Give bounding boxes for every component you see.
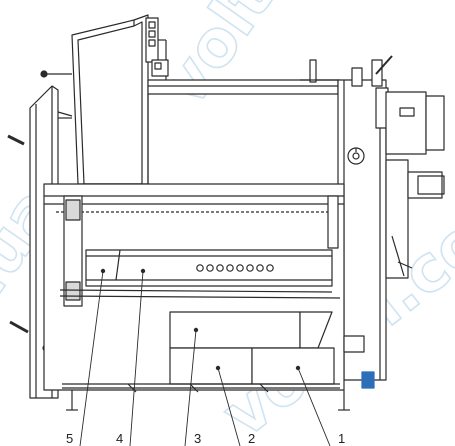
callout-leaders: [79, 270, 331, 446]
air-hole: [216, 264, 224, 272]
leader-3: [184, 329, 197, 446]
callout-labels: 5 4 3 2 1: [66, 431, 345, 446]
air-hole: [226, 264, 234, 272]
callout-label-5: 5: [66, 431, 73, 446]
callout-label-1: 1: [338, 431, 345, 446]
leader-2: [217, 367, 241, 446]
leader-5: [79, 270, 104, 446]
callout-label-4: 4: [116, 431, 123, 446]
air-hole: [206, 264, 214, 272]
callout-label-3: 3: [194, 431, 201, 446]
air-hole: [246, 264, 254, 272]
watermark-line-1: volta: [147, 0, 312, 119]
boiler-right-body: [337, 55, 393, 381]
air-hole: [236, 264, 244, 272]
boiler-top-frame: [147, 59, 340, 184]
air-hole: [256, 264, 264, 272]
fan-unit: [385, 91, 445, 279]
leader-4: [129, 270, 144, 446]
lower-compartments: [62, 311, 375, 393]
leader-1: [297, 367, 331, 446]
air-hole: [196, 264, 204, 272]
boiler-feet: [66, 390, 350, 411]
ash-tray-upper: [59, 249, 341, 299]
air-hole: [266, 264, 274, 272]
callout-label-2: 2: [248, 431, 255, 446]
top-hopper: [71, 14, 169, 185]
